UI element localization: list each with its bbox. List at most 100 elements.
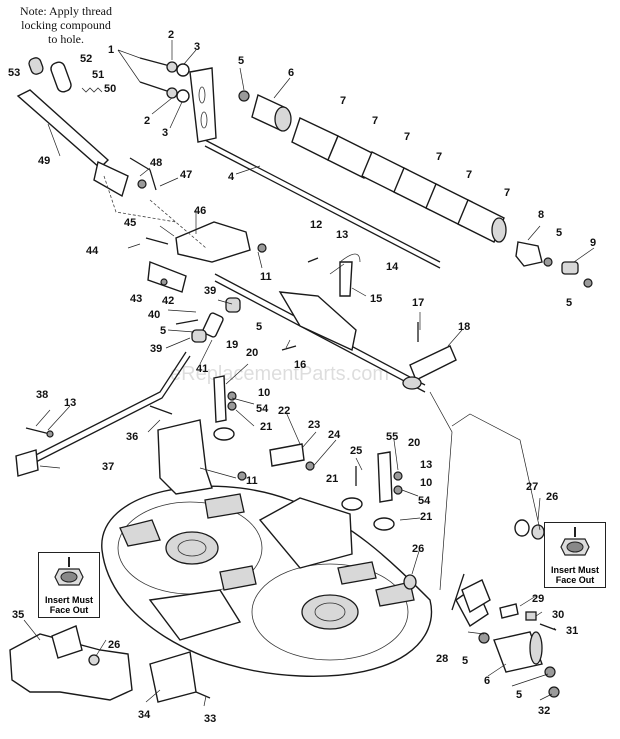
label-54: 54 xyxy=(418,495,431,507)
label-18: 18 xyxy=(458,321,470,333)
thread-locking-note: Note: Apply thread locking compound to h… xyxy=(6,4,126,46)
left-shaft-hub xyxy=(191,297,241,343)
label-10: 10 xyxy=(420,477,432,489)
lift-shaft-18 xyxy=(214,273,457,393)
label-5: 5 xyxy=(160,325,166,337)
gauge-roller-6-right xyxy=(493,631,543,673)
label-7: 7 xyxy=(466,169,472,181)
label-5: 5 xyxy=(516,689,522,701)
washer-5-right-low xyxy=(544,666,556,678)
label-3: 3 xyxy=(162,127,168,139)
insert-label-left-1: Insert Must xyxy=(44,595,93,605)
center-link-right xyxy=(341,451,403,531)
insert-callout-right: Insert Must Face Out xyxy=(544,522,606,588)
ref-dash-left xyxy=(103,175,177,223)
center-link-left xyxy=(213,375,237,441)
bolt-33 xyxy=(195,691,211,699)
label-8: 8 xyxy=(538,209,544,221)
small-bolts xyxy=(25,179,419,486)
label-12: 12 xyxy=(310,219,322,231)
label-50: 50 xyxy=(104,83,116,95)
mower-deck xyxy=(101,485,433,677)
label-40: 40 xyxy=(148,309,160,321)
label-42: 42 xyxy=(162,295,174,307)
roller-segments xyxy=(291,117,507,243)
nut-32 xyxy=(548,686,560,698)
label-4: 4 xyxy=(228,171,235,183)
label-39: 39 xyxy=(150,343,162,355)
label-36: 36 xyxy=(126,431,138,443)
label-51: 51 xyxy=(92,69,104,81)
label-28: 28 xyxy=(436,653,448,665)
washer-30 xyxy=(525,611,537,621)
gauge-wheel-bracket-28 xyxy=(451,573,491,628)
label-9: 9 xyxy=(590,237,596,249)
nut-26-lower xyxy=(88,654,100,666)
label-11: 11 xyxy=(260,271,272,283)
label-21: 21 xyxy=(420,511,432,523)
label-14: 14 xyxy=(386,261,399,273)
skid-plate-34 xyxy=(149,651,197,703)
label-41: 41 xyxy=(196,363,208,375)
washer-5-end xyxy=(583,278,593,288)
label-16: 16 xyxy=(294,359,306,371)
insert-label-right-2: Face Out xyxy=(555,575,595,585)
label-7: 7 xyxy=(504,187,510,199)
label-11: 11 xyxy=(246,475,258,487)
label-5: 5 xyxy=(462,655,468,667)
label-21: 21 xyxy=(326,473,338,485)
label-7: 7 xyxy=(404,131,410,143)
deck-hanger-bracket xyxy=(157,419,305,495)
note-line-1: Note: Apply thread xyxy=(20,4,112,18)
lift-arm-49 xyxy=(16,89,129,198)
ref-dash-46 xyxy=(149,199,207,249)
insert-label-right-1: Insert Must xyxy=(550,565,599,575)
roller-bushing-9 xyxy=(561,261,579,275)
label-33: 33 xyxy=(204,713,216,725)
roller-bracket-upper xyxy=(189,67,217,143)
label-27: 27 xyxy=(526,481,538,493)
label-5: 5 xyxy=(256,321,262,333)
label-21: 21 xyxy=(260,421,272,433)
label-17: 17 xyxy=(412,297,424,309)
label-20: 20 xyxy=(246,347,258,359)
label-26: 26 xyxy=(412,543,424,555)
leader-lines xyxy=(23,40,595,707)
spring-51 xyxy=(81,87,103,93)
nut-26-mid xyxy=(403,574,417,590)
label-43: 43 xyxy=(130,293,142,305)
tube-52 xyxy=(50,61,72,93)
bolt-31 xyxy=(539,623,557,631)
cap-53 xyxy=(28,57,44,75)
label-13: 13 xyxy=(336,229,348,241)
label-22: 22 xyxy=(278,405,290,417)
nut-26-upper xyxy=(531,524,545,540)
label-7: 7 xyxy=(340,95,346,107)
label-47: 47 xyxy=(180,169,192,181)
washer-5-roller xyxy=(543,257,553,267)
lock-nut-icon xyxy=(560,527,590,556)
label-49: 49 xyxy=(38,155,50,167)
label-55: 55 xyxy=(386,431,398,443)
label-30: 30 xyxy=(552,609,564,621)
label-20: 20 xyxy=(408,437,420,449)
label-13: 13 xyxy=(420,459,432,471)
label-25: 25 xyxy=(350,445,362,457)
bolts-top xyxy=(139,57,190,103)
label-53: 53 xyxy=(8,67,20,79)
label-52: 52 xyxy=(80,53,92,65)
insert-label-left-2: Face Out xyxy=(49,605,89,615)
roller-spacer-6 xyxy=(251,94,292,132)
front-bracket-35 xyxy=(9,625,133,701)
label-38: 38 xyxy=(36,389,48,401)
label-13: 13 xyxy=(64,397,76,409)
label-24: 24 xyxy=(328,429,341,441)
label-23: 23 xyxy=(308,419,320,431)
label-19: 19 xyxy=(226,339,238,351)
label-5: 5 xyxy=(556,227,562,239)
roller-shaft xyxy=(204,139,441,269)
label-39: 39 xyxy=(204,285,216,297)
washer-5-top xyxy=(238,90,250,102)
linkage-bracket xyxy=(129,157,251,293)
